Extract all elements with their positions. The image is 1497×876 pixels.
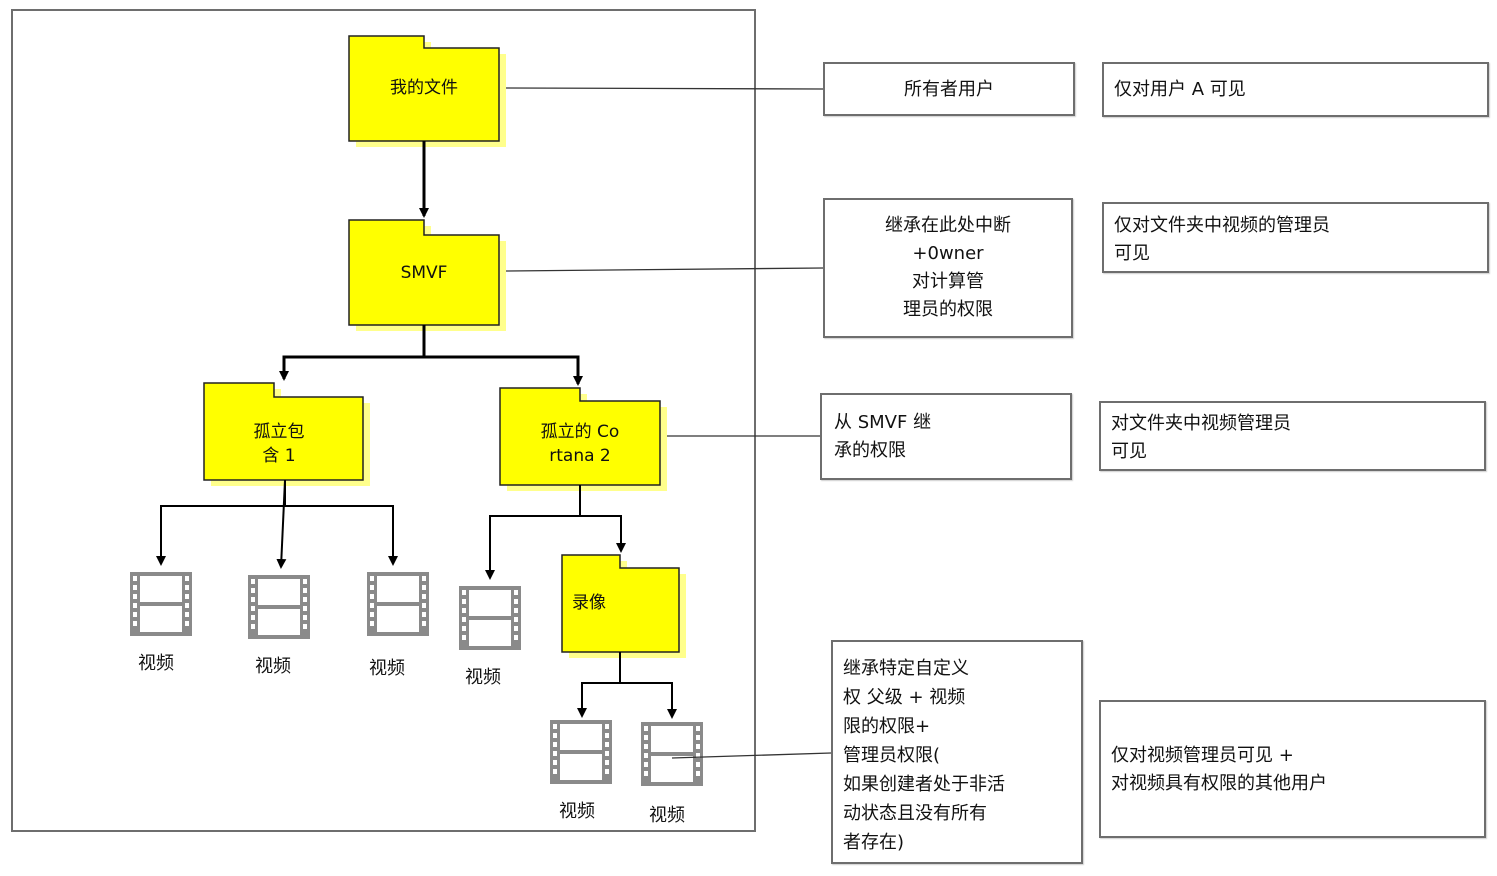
video-icon	[367, 572, 429, 636]
leaf-connectors	[156, 479, 677, 719]
video-label: 视频	[369, 658, 405, 679]
visibility-folder-admin2-box: 对文件夹中视频管理员 可见	[1099, 401, 1486, 471]
video-label: 视频	[649, 805, 685, 826]
video-icon	[550, 720, 612, 784]
video-label: 视频	[559, 801, 595, 822]
folder-isolated-2	[499, 387, 667, 491]
visibility-video-admin-text: 仅对视频管理员可见 + 对视频具有权限的其他用户	[1111, 745, 1327, 794]
visibility-folder-admin-text: 仅对文件夹中视频的管理员 可见	[1114, 215, 1330, 264]
video-label: 视频	[255, 656, 291, 677]
inherit-break-box: 继承在此处中断 +0wner 对计算管 理员的权限	[823, 198, 1073, 338]
tree-connectors	[279, 141, 583, 386]
custom-permission-box: 继承特定自定义 权 父级 + 视频 限的权限+ 管理员权限( 如果创建者处于非活…	[831, 640, 1083, 864]
visibility-video-admin-box: 仅对视频管理员可见 + 对视频具有权限的其他用户	[1099, 700, 1486, 838]
visibility-user-a-box: 仅对用户 A 可见	[1102, 62, 1489, 117]
leader-lines	[505, 87, 832, 759]
folder-label-smvf: SMVF	[400, 263, 448, 283]
video-label: 视频	[465, 667, 501, 688]
folder-label-isolated-2: 孤立的 Co rtana 2	[540, 422, 620, 466]
video-icon	[248, 575, 310, 639]
visibility-folder-admin-box: 仅对文件夹中视频的管理员 可见	[1102, 202, 1489, 273]
owner-box: 所有者用户	[823, 62, 1075, 116]
inherit-break-text: 继承在此处中断 +0wner 对计算管 理员的权限	[885, 215, 1011, 320]
folder-recordings	[561, 554, 686, 658]
visibility-folder-admin2-text: 对文件夹中视频管理员 可见	[1111, 413, 1291, 462]
folder-isolated-1	[203, 382, 370, 486]
folder-label-my-files: 我的文件	[390, 78, 458, 98]
inherit-smvf-text: 从 SMVF 继 承的权限	[834, 412, 932, 461]
video-icon	[130, 572, 192, 636]
video-label: 视频	[138, 653, 174, 674]
video-icon	[459, 586, 521, 650]
folder-my-files	[348, 35, 506, 147]
custom-permission-text: 继承特定自定义 权 父级 + 视频 限的权限+ 管理员权限( 如果创建者处于非活…	[843, 658, 1005, 853]
owner-box-text: 所有者用户	[904, 79, 994, 100]
video-icon	[641, 722, 703, 786]
folder-label-recordings: 录像	[572, 593, 606, 613]
inherit-smvf-box: 从 SMVF 继 承的权限	[820, 393, 1072, 480]
tree-frame	[11, 9, 756, 832]
visibility-user-a-text: 仅对用户 A 可见	[1114, 79, 1246, 100]
folder-label-isolated-1: 孤立包 含 1	[253, 422, 305, 466]
folder-smvf	[348, 219, 506, 331]
